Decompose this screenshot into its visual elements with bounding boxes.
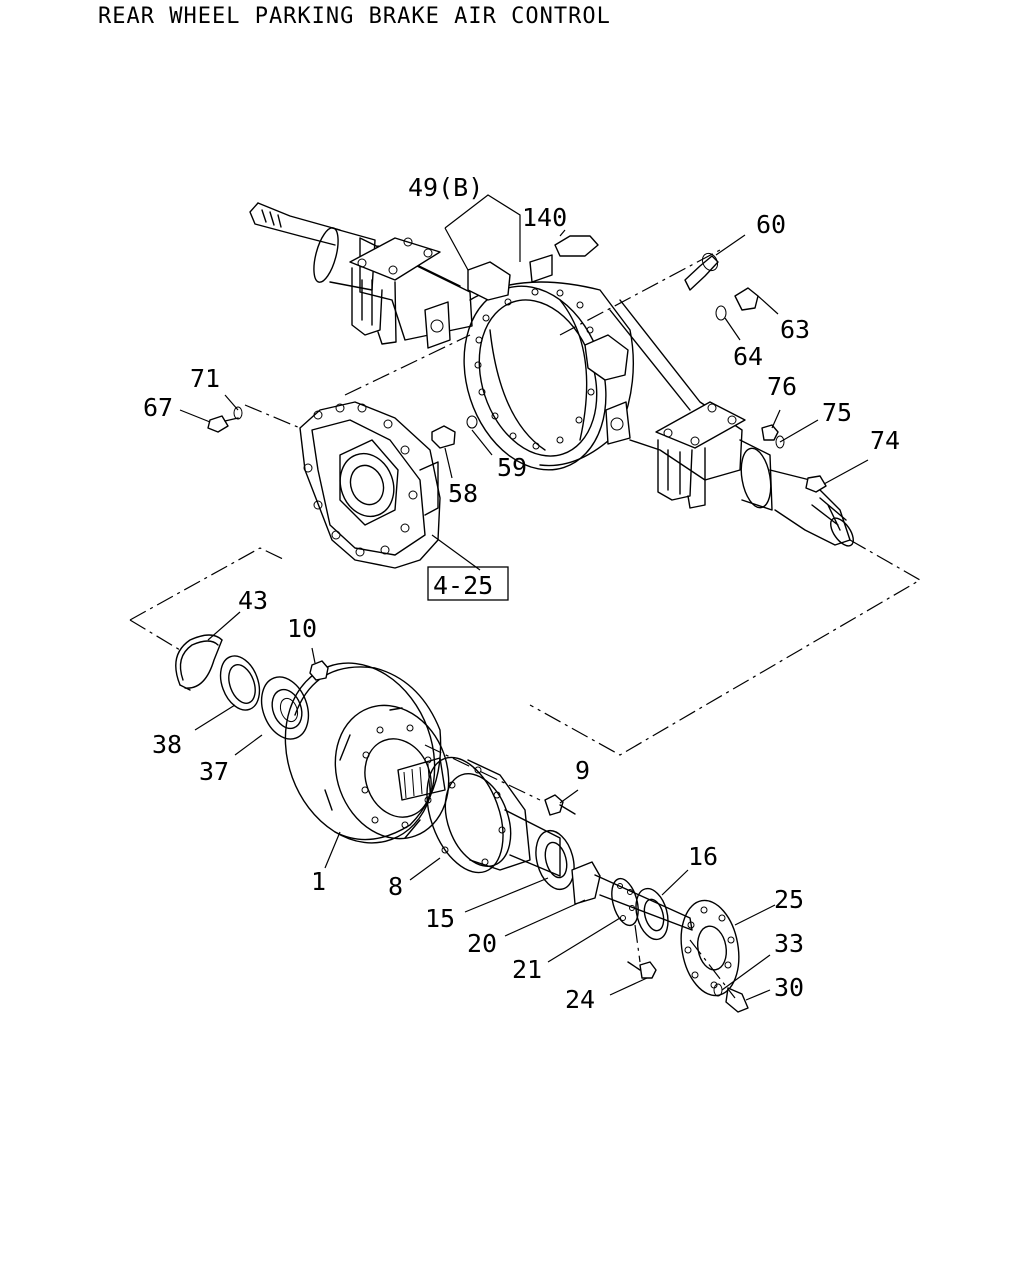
callout-140: 140 [522, 203, 567, 232]
callout-24: 24 [565, 985, 595, 1014]
callout-4-25-box [427, 566, 509, 601]
callout-21: 21 [512, 955, 542, 984]
callout-38: 38 [152, 730, 182, 759]
leader-lines [179, 194, 869, 1001]
guide-lines [129, 249, 922, 999]
callout-4-25[interactable]: 4-25 [433, 571, 493, 600]
callout-64: 64 [733, 342, 763, 371]
callout-60: 60 [756, 210, 786, 239]
axle-housing [249, 202, 854, 547]
callout-37: 37 [199, 757, 229, 786]
callout-59: 59 [497, 453, 527, 482]
hub-assembly [397, 756, 740, 997]
callout-9: 9 [575, 756, 590, 785]
callout-58: 58 [448, 479, 478, 508]
callout-33: 33 [774, 929, 804, 958]
callout-74: 74 [870, 426, 900, 455]
small-parts [175, 235, 827, 1013]
callout-75: 75 [822, 398, 852, 427]
brake-drum [284, 662, 450, 844]
callout-8: 8 [388, 872, 403, 901]
callout-16: 16 [688, 842, 718, 871]
callout-25: 25 [774, 885, 804, 914]
callout-labels: 49(B) 140 60 63 64 76 75 74 71 67 58 59 … [143, 173, 900, 1014]
callout-67: 67 [143, 393, 173, 422]
callout-15: 15 [425, 904, 455, 933]
callout-20: 20 [467, 929, 497, 958]
callout-71: 71 [190, 364, 220, 393]
callout-30: 30 [774, 973, 804, 1002]
callout-43: 43 [238, 586, 268, 615]
callout-10: 10 [287, 614, 317, 643]
page-title: REAR WHEEL PARKING BRAKE AIR CONTROL [98, 4, 611, 29]
differential-carrier [299, 401, 441, 569]
callout-49b: 49(B) [408, 173, 483, 202]
callout-76: 76 [767, 372, 797, 401]
callout-1: 1 [311, 867, 326, 896]
callout-63: 63 [780, 315, 810, 344]
